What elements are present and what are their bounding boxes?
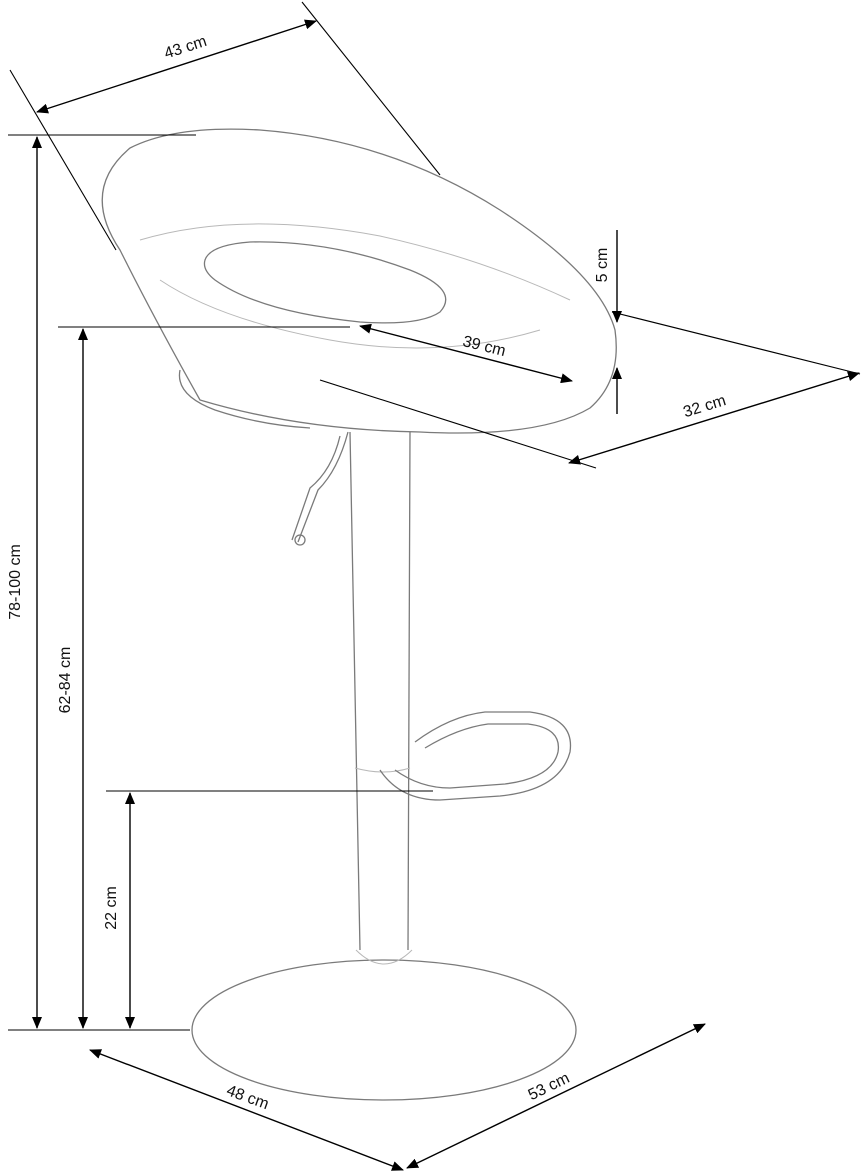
adjustment-lever <box>291 431 349 543</box>
seat-height-label: 62-84 cm <box>57 647 74 714</box>
footrest-ring-inner <box>394 723 560 789</box>
stool-illustration <box>101 128 617 1101</box>
base-cone <box>355 949 413 965</box>
seat-inner-width-arrow <box>359 323 573 384</box>
base-depth-label: 48 cm <box>224 1082 271 1113</box>
seat-seam <box>139 223 571 301</box>
dimension-labels: 43 cm 5 cm 39 cm 32 cm 78-100 cm 62-84 c… <box>7 33 728 1113</box>
cushion-thickness-label: 5 cm <box>594 248 611 283</box>
footrest-ring <box>379 711 572 801</box>
footrest-height-label: 22 cm <box>103 886 120 930</box>
seat-opening <box>203 241 447 324</box>
column-joint <box>354 767 411 773</box>
base-width-arrow <box>406 1023 706 1169</box>
seat-width-arrow <box>36 19 317 114</box>
overall-height-label: 78-100 cm <box>7 544 24 620</box>
stool-base <box>191 959 577 1101</box>
base-depth-arrow <box>89 1049 404 1171</box>
seat-underside <box>178 369 311 429</box>
lever-knob <box>294 534 306 546</box>
seat-inner-width-label: 39 cm <box>461 333 507 360</box>
gas-lift-column <box>349 431 411 951</box>
seat-shell <box>101 128 617 434</box>
seat-depth-arrow <box>568 371 860 465</box>
dimension-arrows <box>32 19 860 1171</box>
seat-depth-label: 32 cm <box>681 392 728 421</box>
extension-lines <box>8 1 861 1031</box>
